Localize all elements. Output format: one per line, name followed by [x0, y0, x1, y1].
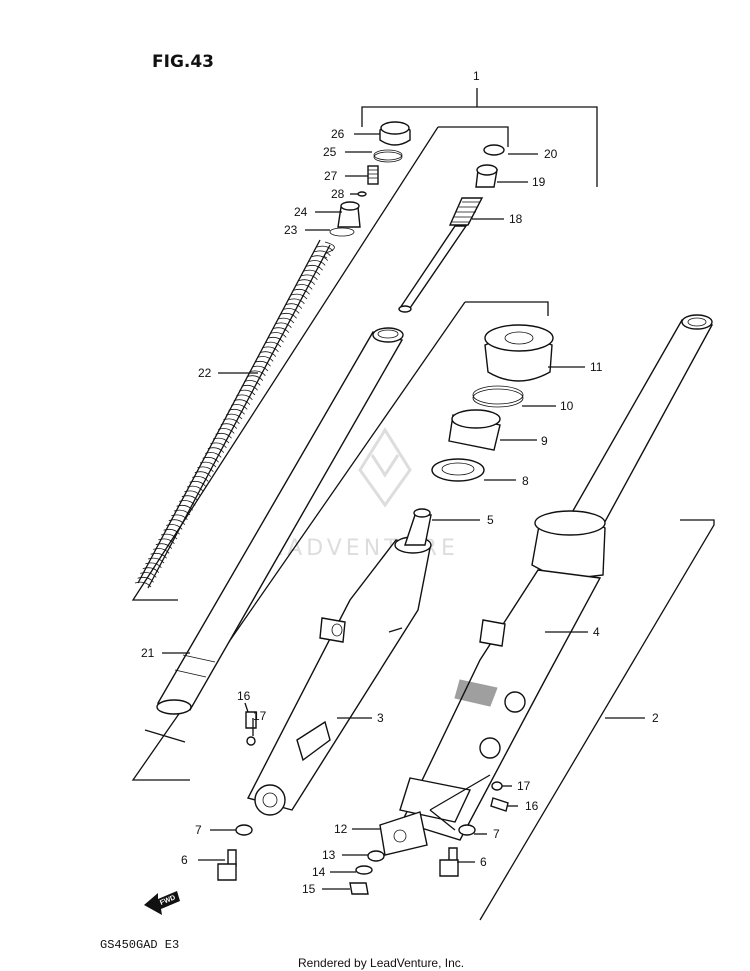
leader-lines	[162, 133, 645, 890]
assembly-brackets	[131, 88, 715, 921]
model-code: GS450GAD E3	[100, 938, 179, 952]
callout-27: 27	[324, 169, 338, 183]
callout-11: 11	[590, 360, 603, 374]
callout-19: 19	[532, 175, 546, 189]
callout-numbers: 1 2 3 4 5 6 6 7 7 8 9 10 11 12 13 14 15 …	[141, 69, 659, 896]
callout-23: 23	[284, 223, 298, 237]
callout-12: 12	[334, 822, 348, 836]
callout-26: 26	[331, 127, 345, 141]
callout-10: 10	[560, 399, 574, 413]
callout-25: 25	[323, 145, 337, 159]
callout-16-left: 16	[237, 689, 251, 703]
footer-credit: Rendered by LeadVenture, Inc.	[298, 956, 464, 970]
callout-6-right: 6	[480, 855, 487, 869]
inner-fork-tube	[156, 327, 404, 715]
callout-22: 22	[198, 366, 212, 380]
outer-tube-left	[246, 508, 432, 816]
callout-14: 14	[312, 865, 326, 879]
outer-tube-right	[399, 314, 714, 841]
callout-16-right: 16	[525, 799, 539, 813]
figure-title: FIG.43	[152, 52, 214, 72]
callout-15: 15	[302, 882, 316, 896]
callout-28: 28	[331, 187, 345, 201]
small-hardware	[217, 711, 509, 895]
callout-13: 13	[322, 848, 336, 862]
callout-4: 4	[593, 625, 600, 639]
callout-20: 20	[544, 147, 558, 161]
forward-arrow-icon: FWD	[144, 891, 180, 915]
callout-7-right: 7	[493, 827, 500, 841]
callout-8: 8	[522, 474, 529, 488]
callout-18: 18	[509, 212, 523, 226]
callout-24: 24	[294, 205, 308, 219]
callout-9: 9	[541, 434, 548, 448]
callout-1: 1	[473, 69, 480, 83]
fork-spring	[134, 239, 335, 589]
callout-21: 21	[141, 646, 155, 660]
callout-3: 3	[377, 711, 384, 725]
callout-17-right: 17	[517, 779, 531, 793]
oil-seal-set	[431, 324, 554, 482]
cap-assembly	[329, 121, 411, 237]
callout-2: 2	[652, 711, 659, 725]
callout-5: 5	[487, 513, 494, 527]
callout-6-left: 6	[181, 853, 188, 867]
axle-holder	[379, 811, 428, 856]
damper-rod	[398, 144, 505, 313]
callout-7-left: 7	[195, 823, 202, 837]
callout-17-left: 17	[253, 709, 267, 723]
